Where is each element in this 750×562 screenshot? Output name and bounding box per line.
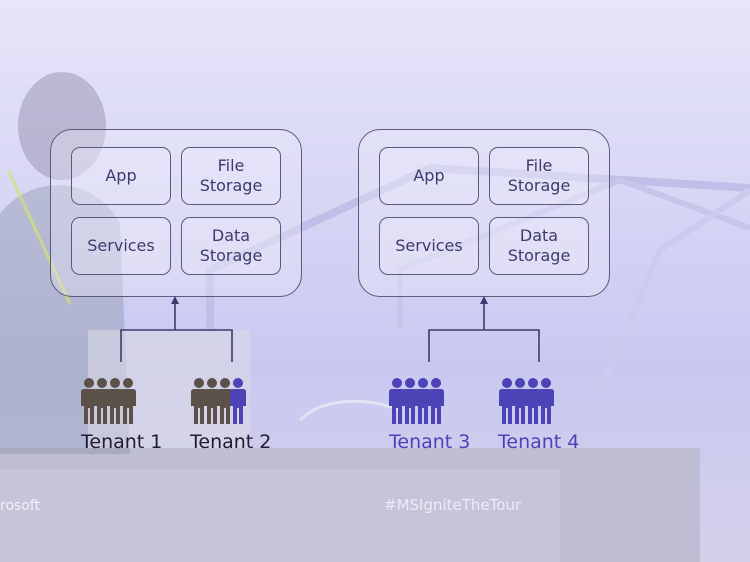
- person-icon: [538, 378, 554, 424]
- stage-brand-text: rosoft: [0, 498, 41, 514]
- person-icon: [499, 378, 515, 424]
- person-icon: [389, 378, 405, 424]
- tenant-3-label: Tenant 3: [389, 431, 471, 453]
- tenant-1-label: Tenant 1: [81, 431, 163, 453]
- person-icon: [81, 378, 97, 424]
- left-app-tile: App: [71, 147, 171, 205]
- right-file-storage-tile: File Storage: [489, 147, 589, 205]
- person-icon: [402, 378, 418, 424]
- person-icon: [107, 378, 123, 424]
- left-services-tile: Services: [71, 217, 171, 275]
- right-app-tile: App: [379, 147, 479, 205]
- stage-hashtag: #MSIgniteTheTour: [384, 496, 522, 514]
- tenant-2-label: Tenant 2: [190, 431, 272, 453]
- person-icon: [428, 378, 444, 424]
- person-icon: [525, 378, 541, 424]
- person-icon: [94, 378, 110, 424]
- person-icon: [230, 378, 246, 424]
- person-icon: [204, 378, 220, 424]
- person-icon: [217, 378, 233, 424]
- person-icon: [415, 378, 431, 424]
- stage-front-panel: [0, 470, 560, 562]
- tenant-4-label: Tenant 4: [498, 431, 580, 453]
- right-app-stack: App File Storage Services Data Storage: [358, 129, 610, 297]
- right-data-storage-tile: Data Storage: [489, 217, 589, 275]
- person-icon: [512, 378, 528, 424]
- person-icon: [120, 378, 136, 424]
- right-services-tile: Services: [379, 217, 479, 275]
- left-data-storage-tile: Data Storage: [181, 217, 281, 275]
- left-app-stack: App File Storage Services Data Storage: [50, 129, 302, 297]
- left-arrow-head: [171, 296, 179, 304]
- left-file-storage-tile: File Storage: [181, 147, 281, 205]
- person-icon: [191, 378, 207, 424]
- right-arrow-head: [480, 296, 488, 304]
